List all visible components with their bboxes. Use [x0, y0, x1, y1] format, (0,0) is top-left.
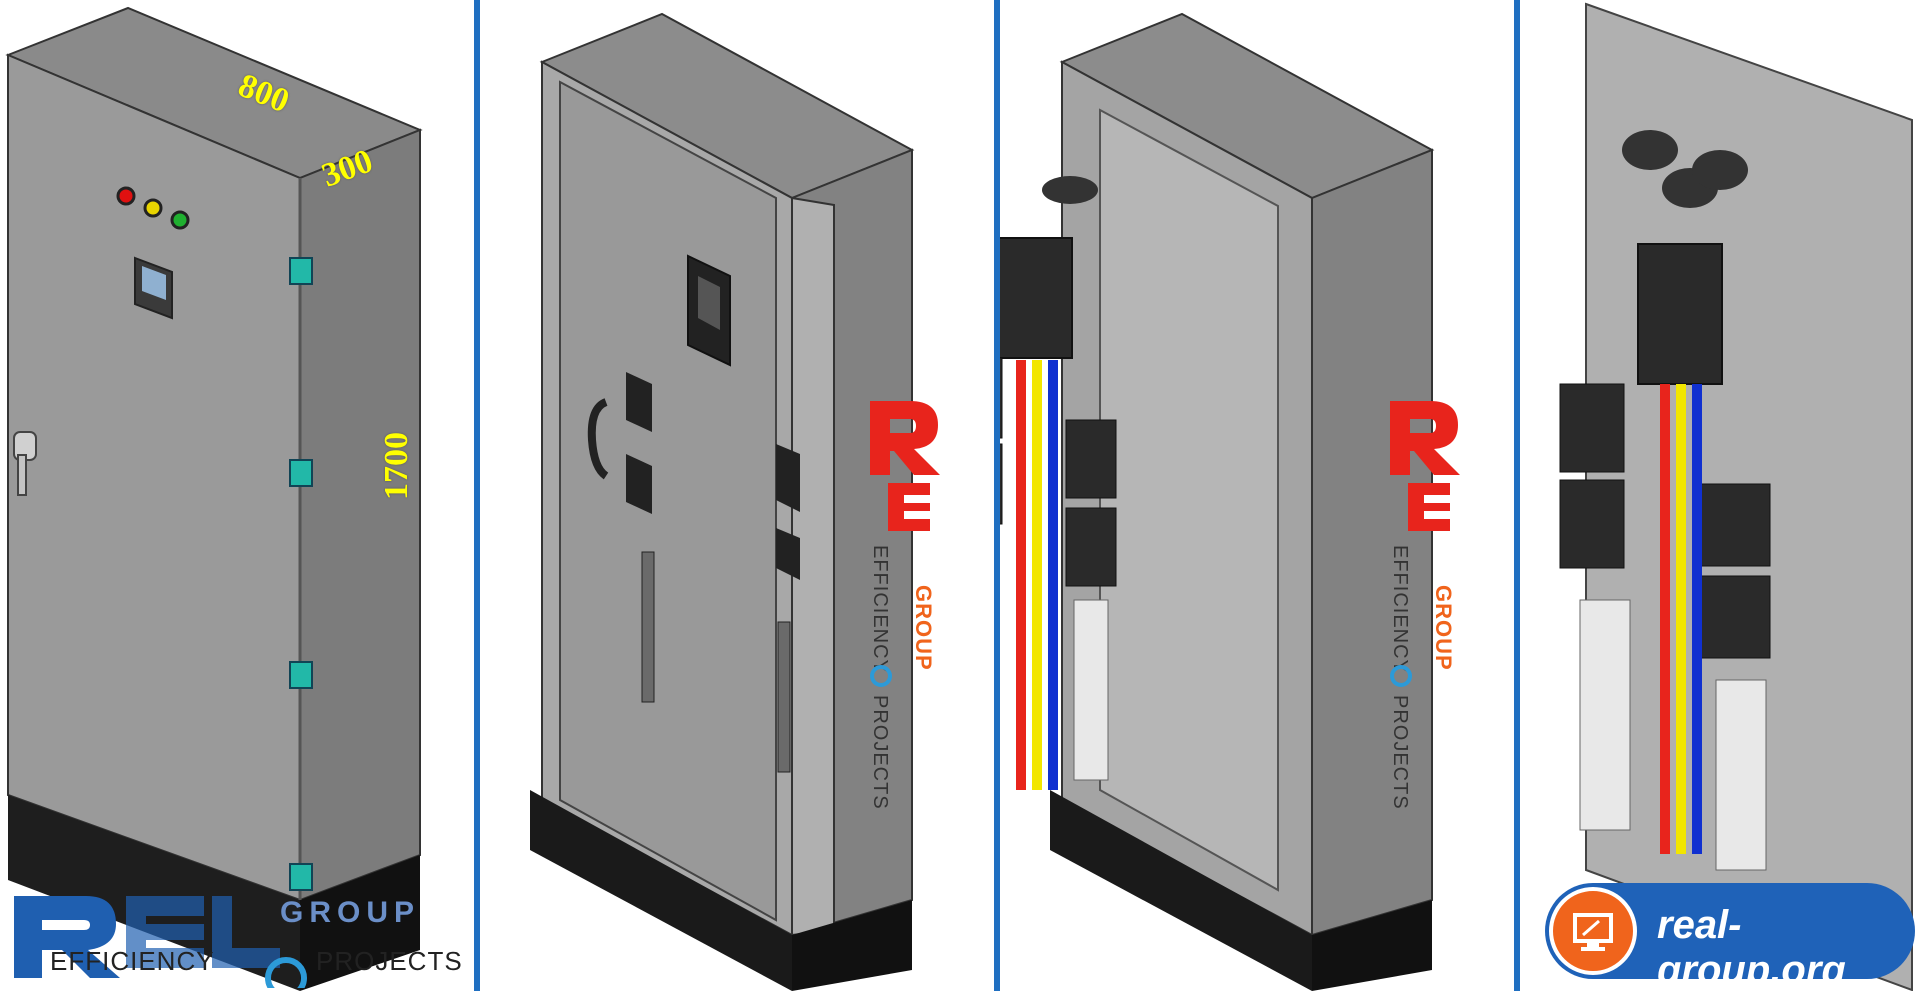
breaker-handle: [626, 454, 652, 514]
busbar-yellow: [1676, 384, 1686, 854]
mccb: [1065, 419, 1117, 499]
dimension-height: 1700: [378, 432, 415, 500]
logo-tagline-left: EFFICIENCY: [50, 946, 215, 976]
breaker-handle: [626, 372, 652, 432]
mccb: [1065, 507, 1117, 587]
vertical-logo-2: EFFICIENCY GROUP PROJECTS: [1384, 395, 1464, 810]
panel-closed-cabinet: 800 300 1700 GROUP EFFICIENCY PROJECTS: [0, 0, 474, 991]
gear-icon: [1390, 665, 1412, 687]
logo-efficiency-text: EFFICIENCY: [1389, 545, 1411, 674]
breaker-handle: [776, 444, 800, 512]
busbar-red: [1016, 360, 1026, 790]
brand-logo: GROUP EFFICIENCY PROJECTS: [8, 882, 468, 988]
current-transformer: [1622, 130, 1678, 170]
logo-tagline-right: PROJECTS: [316, 946, 463, 976]
hinge: [289, 257, 313, 285]
closed-cabinet-drawing: [5, 6, 423, 991]
terminal-strip: [777, 621, 791, 773]
real-group-logo-mark: [14, 896, 307, 988]
yellow-pilot-light: [143, 198, 163, 218]
mccb: [1559, 479, 1625, 569]
logo-group-text: GROUP: [280, 896, 421, 929]
current-transformer: [1042, 176, 1098, 204]
busbar-blue: [1048, 360, 1058, 790]
hinge: [289, 661, 313, 689]
monitor-icon-glyph: [1573, 913, 1613, 951]
website-badge: real-group.org: [1545, 883, 1915, 992]
logo-group-text: GROUP: [1431, 585, 1456, 671]
mccb: [1699, 483, 1771, 567]
red-pilot-light: [116, 186, 136, 206]
real-logo-mark-2: [1390, 401, 1460, 531]
logo-projects-text: PROJECTS: [1389, 695, 1411, 810]
busbar-blue: [1692, 384, 1702, 854]
panel-divider: [994, 0, 1000, 991]
mccb: [1559, 383, 1625, 473]
vertical-logo-1: EFFICIENCY GROUP PROJECTS: [864, 395, 944, 810]
terminal-block: [1073, 599, 1109, 781]
current-transformer: [1692, 150, 1748, 190]
mounting-plate-drawing: [1559, 2, 1913, 991]
panel-wiring: EFFICIENCY GROUP PROJECTS: [1000, 0, 1514, 991]
main-breaker: [1637, 243, 1723, 385]
gear-icon: [870, 665, 892, 687]
logo-group-text: GROUP: [911, 585, 936, 671]
inner-door-cabinet-drawing: [530, 12, 915, 991]
hinge: [289, 459, 313, 487]
real-logo-mark-1: [870, 401, 940, 531]
mccb: [1000, 443, 1003, 525]
mccb: [1699, 575, 1771, 659]
logo-efficiency-text: EFFICIENCY: [869, 545, 891, 674]
panel-divider: [1514, 0, 1520, 991]
terminal-strip: [641, 551, 655, 703]
panel-inner-door: EFFICIENCY GROUP PROJECTS: [480, 0, 994, 991]
breaker-handle: [776, 528, 800, 580]
wiring-cabinet-drawing: [1000, 12, 1435, 991]
website-url: real-group.org: [1657, 903, 1846, 992]
monitor-icon: [1549, 887, 1637, 975]
busbar-yellow: [1032, 360, 1042, 790]
inner-door-handle: [587, 398, 609, 480]
terminal-block: [1715, 679, 1767, 871]
panel-divider: [474, 0, 480, 991]
main-breaker: [1000, 237, 1073, 359]
green-pilot-light: [170, 210, 190, 230]
terminal-block: [1579, 599, 1631, 831]
panel-mounting-plate: [1520, 0, 1920, 991]
mccb: [1000, 357, 1003, 439]
logo-projects-text: PROJECTS: [869, 695, 891, 810]
gear-icon: [265, 957, 307, 988]
busbar-red: [1660, 384, 1670, 854]
hinge: [289, 863, 313, 891]
